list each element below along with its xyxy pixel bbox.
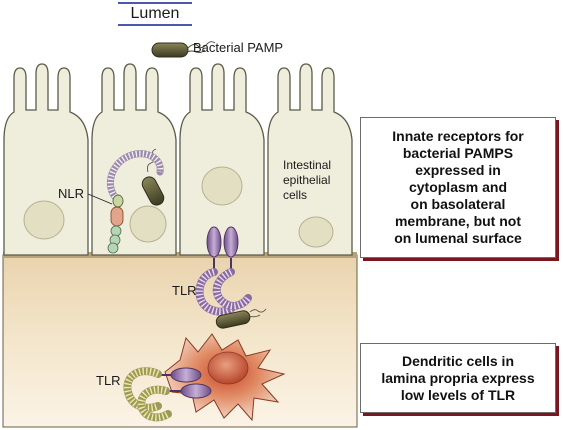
bacterial-pamp-label: Bacterial PAMP [193,40,284,55]
nucleus [201,166,243,206]
nucleus [129,205,167,243]
nlr-receptor [87,150,164,254]
nucleus [298,216,334,248]
dendritic-cell [123,333,286,422]
dendritic-cells-callout: Dendritic cells in lamina propria expres… [360,343,556,413]
lumen-bacterium [151,41,216,58]
innate-receptors-callout: Innate receptors for bacterial PAMPS exp… [360,117,556,258]
tlr-upper-label: TLR [172,283,197,298]
epithelial-cell [267,63,353,256]
intestinal-cells-label: Intestinal epithelial cells [283,158,332,202]
lumen-label: Lumen [118,2,192,26]
innate-receptors-text: Innate receptors for bacterial PAMPS exp… [392,128,524,246]
epithelial-cell [3,63,89,256]
nuclei [23,166,334,248]
dendritic-cells-text: Dendritic cells in lamina propria expres… [381,352,535,403]
lamina-bacterium [215,308,267,329]
nucleus [23,200,65,240]
tlr-lower-label: TLR [96,373,121,388]
epithelial-cell [179,63,265,256]
nlr-label: NLR [58,186,85,201]
tlr-receptor-upper [195,226,252,316]
lamina-propria [2,254,358,428]
epithelial-cells [3,63,353,256]
